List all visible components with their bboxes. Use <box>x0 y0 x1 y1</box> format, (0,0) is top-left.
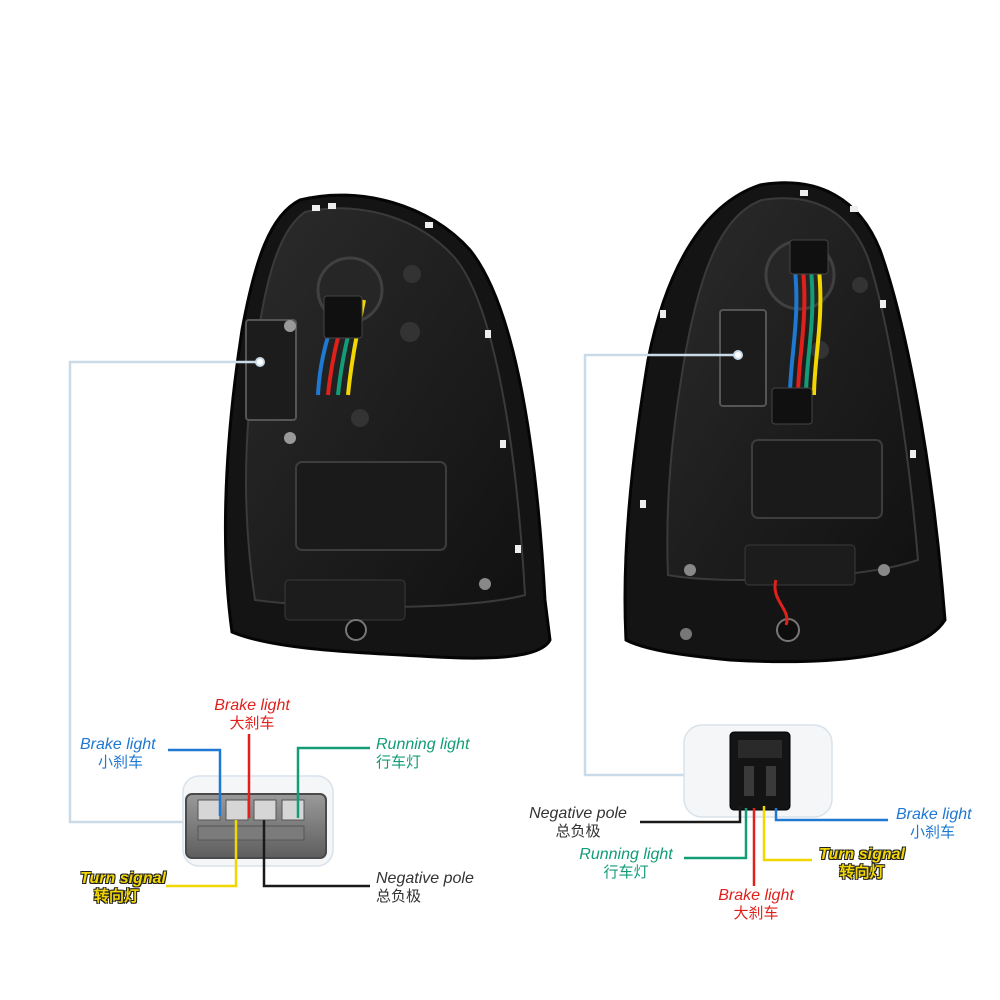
right-label-negative: Negative pole 总负极 <box>529 805 627 841</box>
left-tail-light-housing <box>223 193 552 660</box>
left-label-brake-small: Brake light 小刹车 <box>80 736 156 772</box>
right-label-turn: Turn signal 转向灯 <box>819 846 905 882</box>
left-label-negative: Negative pole 总负极 <box>376 870 474 906</box>
left-plug <box>185 793 327 859</box>
right-label-running: Running light 行车灯 <box>579 846 673 882</box>
right-plug <box>729 731 791 811</box>
left-label-brake-big: Brake light 大刹车 <box>214 697 290 733</box>
right-label-brake-small: Brake light 小刹车 <box>896 806 972 842</box>
left-label-running: Running light 行车灯 <box>376 736 470 772</box>
right-tail-light-housing <box>623 181 947 664</box>
left-label-turn: Turn signal 转向灯 <box>80 870 166 906</box>
right-wire-leads <box>640 806 888 886</box>
right-label-brake-big: Brake light 大刹车 <box>718 887 794 923</box>
left-wire-leads <box>166 734 370 888</box>
